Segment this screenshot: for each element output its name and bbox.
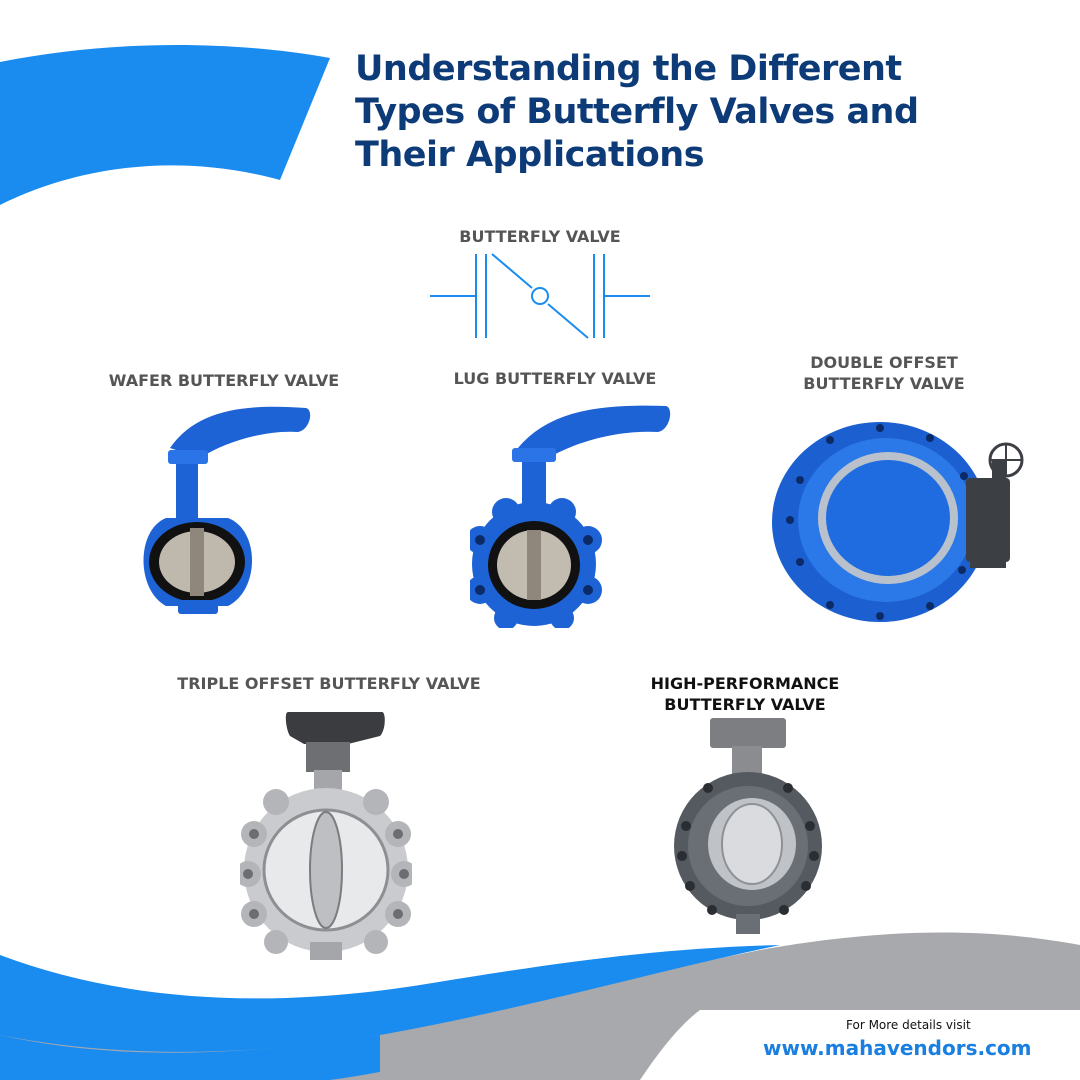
lug-butterfly-valve-icon xyxy=(470,405,671,628)
title-line-3: Their Applications xyxy=(355,135,705,175)
triple-offset-valve-label: TRIPLE OFFSET BUTTERFLY VALVE xyxy=(177,674,481,693)
website-link[interactable]: www.mahavendors.com xyxy=(763,1036,1032,1060)
footer-note: For More details visit xyxy=(846,1018,971,1032)
double-offset-label-line-1: DOUBLE OFFSET xyxy=(810,353,958,372)
wafer-valve-label: WAFER BUTTERFLY VALVE xyxy=(108,371,340,390)
high-performance-label-line-2: BUTTERFLY VALVE xyxy=(664,695,826,714)
bottom-blue-wave xyxy=(0,945,780,1052)
double-offset-valve-label: DOUBLE OFFSET BUTTERFLY VALVE xyxy=(770,352,998,394)
double-offset-butterfly-valve-icon xyxy=(772,422,1024,622)
top-blue-swoosh xyxy=(0,44,330,206)
high-performance-label-line-1: HIGH-PERFORMANCE xyxy=(650,674,840,693)
title-line-1: Understanding the Different xyxy=(355,49,902,89)
wafer-butterfly-valve-icon xyxy=(143,406,311,614)
triple-offset-butterfly-valve-icon xyxy=(240,712,412,960)
butterfly-valve-symbol-icon xyxy=(430,253,650,339)
title-line-2: Types of Butterfly Valves and xyxy=(355,92,919,132)
high-performance-valve-label: HIGH-PERFORMANCE BUTTERFLY VALVE xyxy=(630,673,860,715)
high-performance-butterfly-valve-icon xyxy=(674,718,822,934)
page-title: Understanding the Different Types of But… xyxy=(355,48,1035,177)
symbol-label: BUTTERFLY VALVE xyxy=(459,227,621,246)
double-offset-label-line-2: BUTTERFLY VALVE xyxy=(803,374,965,393)
bottom-blue-band xyxy=(0,1035,380,1080)
footer-white-panel xyxy=(640,1010,1080,1080)
lug-valve-label: LUG BUTTERFLY VALVE xyxy=(453,369,657,388)
